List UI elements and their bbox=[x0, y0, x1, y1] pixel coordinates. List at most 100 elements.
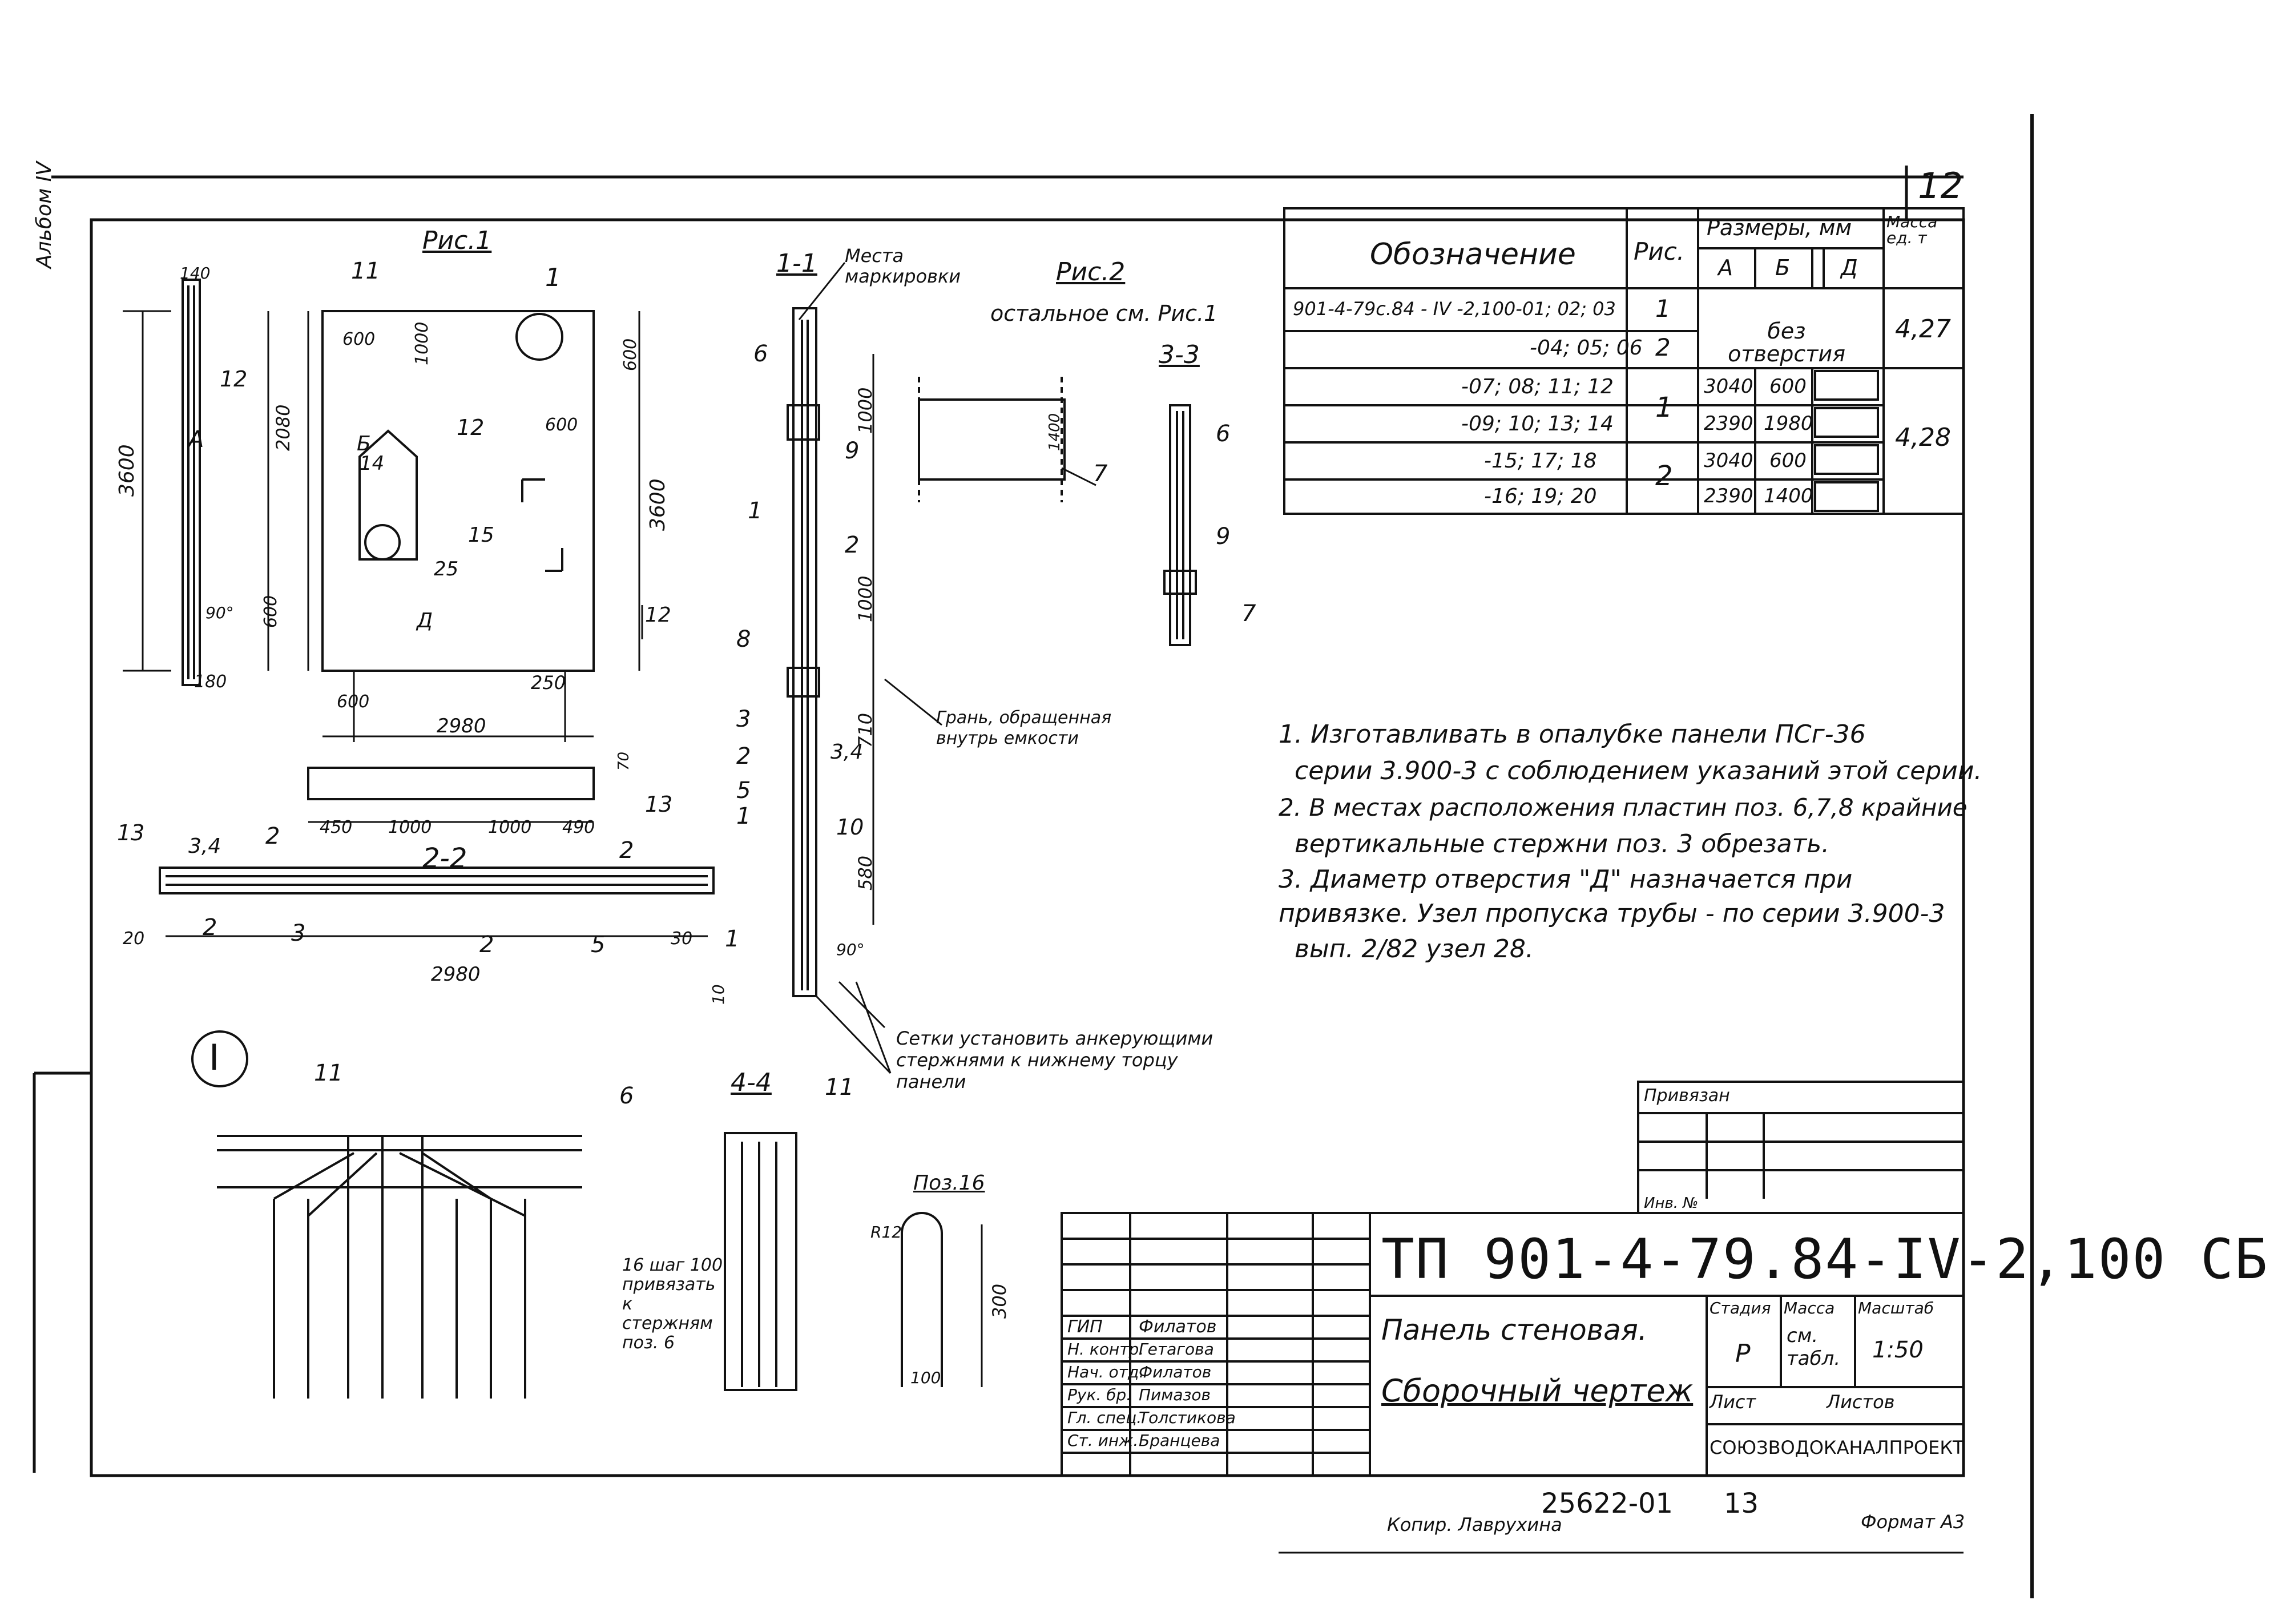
callout-1: 1 bbox=[725, 926, 740, 952]
dim-2980: 2980 bbox=[437, 715, 486, 738]
spec-header-mass: Масса ед. т bbox=[1886, 212, 1938, 247]
album-label: Альбом IV bbox=[33, 162, 56, 268]
drawing-frame bbox=[90, 218, 1965, 1477]
dim-600: 600 bbox=[545, 415, 578, 435]
callout-12: 12 bbox=[457, 415, 485, 440]
document-code: ТП 901-4-79.84-IV-2,100 СБ bbox=[1381, 1227, 2269, 1291]
node-I-detail bbox=[191, 1030, 983, 1399]
section-1-1 bbox=[787, 307, 886, 1029]
spec-row-b: 600 bbox=[1769, 449, 1807, 472]
section-2-2-title: 2-2 bbox=[422, 843, 467, 875]
role-label: Рук. бр. bbox=[1067, 1385, 1132, 1404]
fig2-note: остальное см. Рис.1 bbox=[990, 301, 1218, 326]
note-3-cont: вып. 2/82 узел 28. bbox=[1295, 934, 1534, 964]
spec-header-b: Б bbox=[1775, 255, 1791, 280]
mass-header: Масса bbox=[1784, 1299, 1835, 1317]
callout-12: 12 bbox=[645, 603, 671, 627]
callout-b: Б bbox=[357, 432, 371, 456]
general-notes: 1. Изготавливать в опалубке панели ПСг-3… bbox=[1279, 716, 1982, 968]
role-label: Н. контр. bbox=[1067, 1340, 1144, 1359]
fig1-side-profile bbox=[182, 279, 201, 686]
spec-row-designation: -09; 10; 13; 14 bbox=[1461, 412, 1614, 436]
spec-row-b: 1400 bbox=[1764, 485, 1813, 507]
callout-2: 2 bbox=[619, 837, 634, 864]
section-3-3 bbox=[1163, 404, 1197, 646]
role-label: Нач. отд. bbox=[1067, 1363, 1144, 1381]
dim-20: 20 bbox=[123, 929, 145, 949]
dim-250: 250 bbox=[531, 672, 566, 694]
callout-6: 6 bbox=[753, 341, 768, 367]
callout-3-4: 3,4 bbox=[188, 835, 221, 858]
callout-2: 2 bbox=[845, 532, 860, 558]
dim-10: 10 bbox=[709, 984, 728, 1005]
callout-a: А bbox=[188, 426, 204, 453]
callout-2: 2 bbox=[203, 914, 217, 941]
dim-300: 300 bbox=[989, 1283, 1010, 1319]
callout-d: Д bbox=[417, 609, 433, 632]
spec-header-dims: Размеры, мм bbox=[1707, 215, 1852, 240]
spec-row-designation: -15; 17; 18 bbox=[1484, 449, 1597, 473]
callout-10: 10 bbox=[836, 815, 864, 840]
spec-header-fig: Рис. bbox=[1634, 237, 1685, 265]
dim-1000: 1000 bbox=[412, 321, 432, 365]
sheet-number: 12 bbox=[1918, 165, 1963, 207]
spec-table bbox=[1283, 207, 1965, 515]
spec-row-designation: -07; 08; 11; 12 bbox=[1461, 375, 1614, 398]
callout-25: 25 bbox=[434, 558, 459, 581]
mass-value: см. табл. bbox=[1787, 1324, 1841, 1370]
callout-11: 11 bbox=[351, 258, 380, 284]
spec-mass-2: 4,28 bbox=[1895, 423, 1951, 452]
dim-180: 180 bbox=[194, 672, 227, 692]
dim-3600: 3600 bbox=[646, 478, 670, 531]
scale-header: Масштаб bbox=[1858, 1299, 1934, 1317]
role-label: ГИП bbox=[1067, 1317, 1103, 1337]
title-line-1: Панель стеновая. bbox=[1381, 1313, 1647, 1347]
spec-row-fig: 1 bbox=[1655, 392, 1673, 424]
callout-1: 1 bbox=[545, 263, 561, 292]
spec-header-d: Д bbox=[1841, 255, 1858, 280]
callout-5: 5 bbox=[591, 932, 606, 958]
dim-600: 600 bbox=[342, 329, 376, 349]
callout-14: 14 bbox=[360, 452, 385, 475]
sheets-header: Листов bbox=[1827, 1391, 1895, 1413]
note-2: 2. В местах расположения пластин поз. 6,… bbox=[1279, 793, 1968, 821]
callout-13: 13 bbox=[645, 792, 673, 817]
dim-1400: 1400 bbox=[1046, 413, 1063, 451]
spec-row-designation: -16; 19; 20 bbox=[1484, 485, 1597, 508]
dim-90: 90° bbox=[205, 603, 234, 622]
callout-2: 2 bbox=[736, 743, 751, 769]
section-2-2 bbox=[159, 767, 715, 937]
copied-by: Копир. Лаврухина bbox=[1387, 1514, 1562, 1536]
dim-600: 600 bbox=[337, 692, 370, 712]
callout-13: 13 bbox=[117, 820, 145, 845]
note-1-cont: серии 3.900-3 с соблюдением указаний это… bbox=[1295, 756, 1982, 785]
title-block bbox=[1061, 1081, 1965, 1477]
node-I-label: I bbox=[209, 1037, 220, 1078]
spec-row-a: 2390 bbox=[1704, 412, 1753, 435]
sheet-header: Лист bbox=[1710, 1391, 1756, 1413]
callout-6: 6 bbox=[1216, 421, 1231, 447]
dim-70: 70 bbox=[615, 751, 632, 771]
spec-row-a: 2390 bbox=[1704, 485, 1753, 507]
scale-value: 1:50 bbox=[1872, 1337, 1924, 1363]
callout-8: 8 bbox=[736, 626, 751, 652]
section-4-4-title: 4-4 bbox=[731, 1068, 772, 1097]
dim-90: 90° bbox=[836, 940, 865, 959]
spec-header-designation: Обозначение bbox=[1370, 237, 1576, 272]
stage-header: Стадия bbox=[1710, 1299, 1771, 1317]
fig1-elevation bbox=[123, 310, 643, 742]
fig2-title: Рис.2 bbox=[1056, 257, 1126, 287]
dim-450: 450 bbox=[320, 817, 353, 837]
callout-3-4: 3,4 bbox=[830, 740, 864, 764]
section-1-1-title: 1-1 bbox=[776, 249, 817, 278]
callout-2: 2 bbox=[479, 932, 494, 958]
paper-format: Формат А3 bbox=[1861, 1511, 1965, 1533]
fig2-section bbox=[918, 377, 1066, 502]
spec-header-a: А bbox=[1718, 255, 1733, 280]
callout-6: 6 bbox=[619, 1083, 634, 1109]
marking-place-label: Места маркировки bbox=[845, 245, 961, 287]
dim-2080: 2080 bbox=[272, 404, 294, 451]
callout-9: 9 bbox=[845, 438, 860, 464]
document-number: 25622-01 bbox=[1541, 1488, 1674, 1520]
organization: СОЮЗВОДОКАНАЛПРОЕКТ bbox=[1710, 1437, 1964, 1458]
